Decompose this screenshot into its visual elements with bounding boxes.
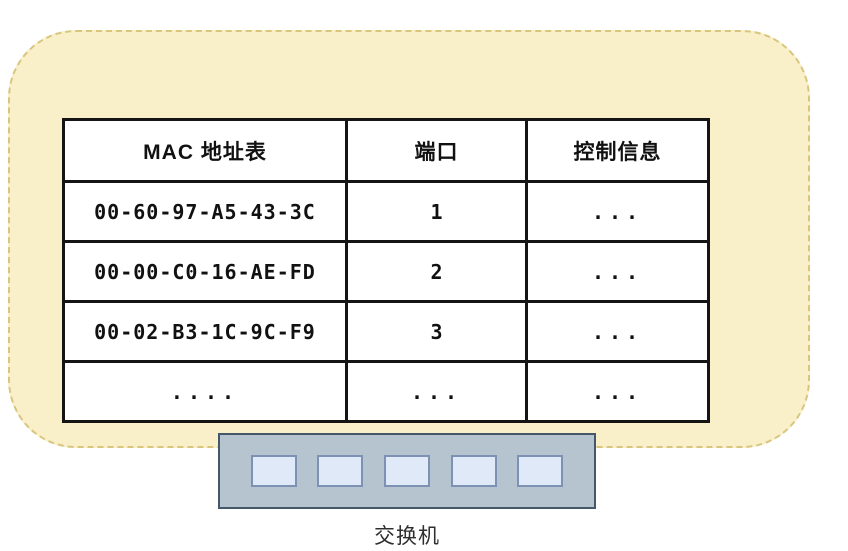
port-cell: 3 [345, 300, 528, 363]
table-row: .... ... ... [62, 360, 710, 423]
table-header-row: MAC 地址表 端口 控制信息 [62, 118, 710, 183]
mac-cell: 00-60-97-A5-43-3C [62, 180, 348, 243]
header-mac-address: MAC 地址表 [62, 118, 348, 183]
switch-port [383, 455, 430, 487]
control-cell: ... [525, 300, 710, 363]
switch-port [250, 455, 297, 487]
mac-cell: .... [62, 360, 348, 423]
control-cell: ... [525, 180, 710, 243]
header-control-info: 控制信息 [525, 118, 710, 183]
control-cell: ... [525, 240, 710, 303]
table-row: 00-02-B3-1C-9C-F9 3 ... [62, 300, 710, 363]
header-port: 端口 [345, 118, 528, 183]
port-cell: 2 [345, 240, 528, 303]
switch-port [450, 455, 497, 487]
switch-port [317, 455, 364, 487]
switch-port [517, 455, 564, 487]
port-cell: 1 [345, 180, 528, 243]
table-row: 00-00-C0-16-AE-FD 2 ... [62, 240, 710, 303]
mac-address-table: MAC 地址表 端口 控制信息 00-60-97-A5-43-3C 1 ... … [62, 118, 710, 423]
switch-device [218, 433, 596, 509]
port-cell: ... [345, 360, 528, 423]
mac-cell: 00-00-C0-16-AE-FD [62, 240, 348, 303]
table-row: 00-60-97-A5-43-3C 1 ... [62, 180, 710, 243]
switch-label: 交换机 [374, 525, 440, 548]
mac-cell: 00-02-B3-1C-9C-F9 [62, 300, 348, 363]
control-cell: ... [525, 360, 710, 423]
